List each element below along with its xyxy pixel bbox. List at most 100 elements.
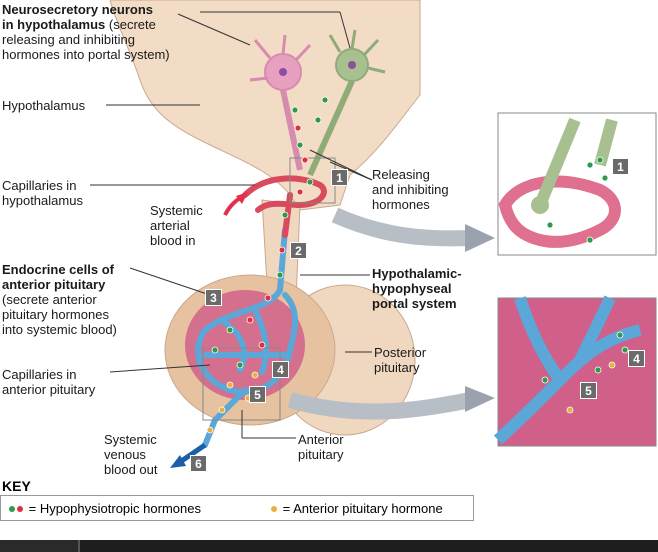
endo-2: anterior pituitary (2, 277, 106, 292)
endocrine-cells-label: Endocrine cells of anterior pituitary (s… (2, 262, 117, 337)
step-badge-6: 6 (190, 455, 207, 472)
hormone-dot (301, 156, 309, 164)
releasing-hormones-label: Releasing and inhibiting hormones (372, 167, 449, 212)
ven-3: blood out (104, 462, 158, 477)
yellow-dot-icon (271, 506, 277, 513)
systemic-arterial-label: Systemic arterial blood in (150, 203, 203, 248)
key-title: KEY (2, 478, 31, 494)
bottom-bar (0, 540, 658, 552)
neurons-title2: in hypothalamus (2, 17, 106, 32)
hormone-dot (608, 361, 616, 369)
hormone-dot (226, 326, 234, 334)
key-hypophysiotropic-label: = Hypophysiotropic hormones (28, 501, 201, 516)
gray-arrow-top (331, 207, 471, 247)
cap-hyp-2: hypothalamus (2, 193, 83, 208)
cap-hyp-1: Capillaries in (2, 178, 77, 193)
ant-1: Anterior (298, 432, 344, 447)
portal-1: Hypothalamic- (372, 266, 462, 281)
hormone-dot (296, 188, 304, 196)
hormone-dot (296, 141, 304, 149)
hormone-dot (251, 371, 259, 379)
neurons-desc2: releasing and inhibiting (2, 32, 135, 47)
step-badge-1: 1 (331, 169, 348, 186)
ven-2: venous (104, 447, 146, 462)
rel-2: and inhibiting (372, 182, 449, 197)
post-1: Posterior (374, 345, 427, 360)
endo-1: Endocrine cells of (2, 262, 114, 277)
inset-step-badge-1: 1 (612, 158, 629, 175)
key-item-hypophysiotropic: = Hypophysiotropic hormones (9, 501, 201, 516)
endo-5: into systemic blood) (2, 322, 117, 337)
gray-arrowhead-top (465, 224, 495, 252)
green-dot-icon (9, 506, 15, 513)
cap-ant-1: Capillaries in (2, 367, 77, 382)
hormone-dot (281, 211, 289, 219)
step-badge-4: 4 (272, 361, 289, 378)
endo-3: (secrete anterior (2, 292, 97, 307)
rel-1: Releasing (372, 167, 430, 182)
hormone-dot (211, 346, 219, 354)
hormone-dot (246, 316, 254, 324)
anterior-capillary-network (195, 227, 298, 448)
sys-in-2: arterial (150, 218, 190, 233)
bottom-bar-segment (0, 540, 80, 552)
post-2: pituitary (374, 360, 420, 375)
hormone-dot (601, 174, 609, 182)
hormone-dot (321, 96, 329, 104)
hormone-dot (226, 381, 234, 389)
hormone-dot (586, 236, 594, 244)
portal-system-label: Hypothalamic- hypophyseal portal system (372, 266, 462, 311)
hormone-dot (306, 178, 314, 186)
hormone-dot (276, 271, 284, 279)
posterior-pituitary-label: Posterior pituitary (374, 345, 426, 375)
neurons-label: Neurosecretory neurons in hypothalamus (… (2, 2, 170, 62)
anterior-pituitary-label: Anterior pituitary (298, 432, 344, 462)
hormone-dot (206, 426, 214, 434)
hormone-dot (218, 406, 226, 414)
sys-in-1: Systemic (150, 203, 203, 218)
ven-1: Systemic (104, 432, 157, 447)
rel-3: hormones (372, 197, 430, 212)
gray-arrow-bottom (287, 392, 472, 420)
hormone-dot (616, 331, 624, 339)
gray-arrowhead-bottom (465, 386, 495, 412)
step-badge-5: 5 (249, 386, 266, 403)
inset-top-axon-1 (534, 117, 581, 208)
venous-out-arrow (178, 442, 207, 465)
sys-in-3: blood in (150, 233, 196, 248)
hormone-dot (264, 294, 272, 302)
portal-2: hypophyseal (372, 281, 452, 296)
hormone-dot (291, 106, 299, 114)
endo-4: pituitary hormones (2, 307, 109, 322)
pink-neuron (249, 34, 312, 171)
portal-3: portal system (372, 296, 457, 311)
neurons-desc3: hormones into portal system) (2, 47, 170, 62)
systemic-venous-label: Systemic venous blood out (104, 432, 158, 477)
key-legend: = Hypophysiotropic hormones = Anterior p… (0, 495, 474, 521)
key-item-anterior-hormone: = Anterior pituitary hormone (271, 501, 443, 516)
hormone-dot (566, 406, 574, 414)
step-badge-3: 3 (205, 289, 222, 306)
inset-bottom-capillaries (493, 295, 642, 445)
hormone-dot (278, 246, 286, 254)
hypothalamus-label: Hypothalamus (2, 98, 86, 113)
red-dot-icon (17, 506, 23, 513)
capillaries-anterior-label: Capillaries in anterior pituitary (2, 367, 95, 397)
hormone-dot (586, 161, 594, 169)
hormone-dot (596, 156, 604, 164)
hormone-dot (294, 124, 302, 132)
hormone-dot (546, 221, 554, 229)
cap-ant-2: anterior pituitary (2, 382, 96, 397)
step-badge-2: 2 (290, 242, 307, 259)
neurons-title: Neurosecretory neurons (2, 2, 153, 17)
hormone-dot (236, 361, 244, 369)
hormone-dot (541, 376, 549, 384)
hormone-dot (594, 366, 602, 374)
ant-2: pituitary (298, 447, 344, 462)
arterial-arrowhead (236, 192, 248, 204)
hormone-dot (314, 116, 322, 124)
inset-top-terminal (531, 196, 549, 214)
hormone-dot (258, 341, 266, 349)
venous-arrowhead (170, 455, 186, 468)
